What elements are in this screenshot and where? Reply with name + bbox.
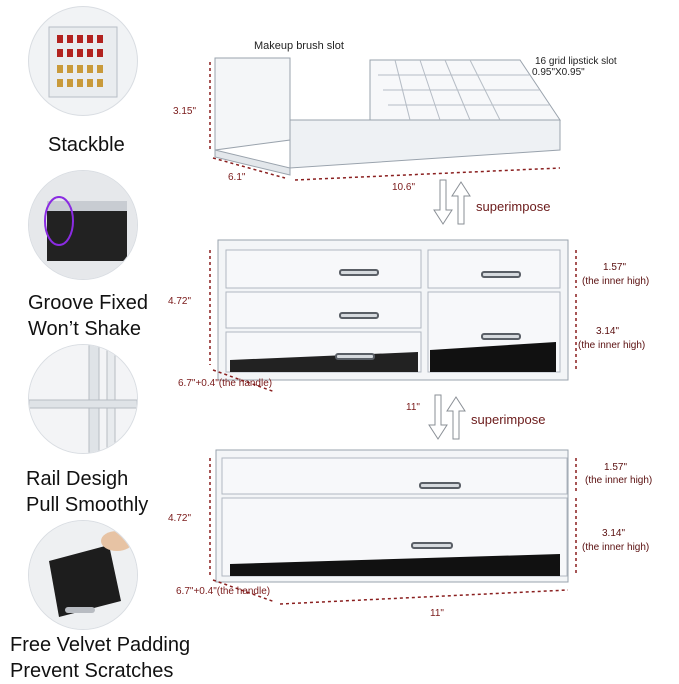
- bottom-lower-drawer-height: 3.14": [602, 528, 626, 539]
- rail-photo: [28, 344, 138, 454]
- feature-label-velvet-line2: Prevent Scratches: [10, 660, 174, 682]
- feature-label-rail-line1: Rail Desigh: [26, 468, 129, 490]
- velvet-photo: [28, 520, 138, 630]
- bottom-unit: [215, 449, 569, 583]
- bottom-height-label: 4.72": [168, 513, 192, 524]
- feature-label-rail-line2: Pull Smoothly: [26, 494, 149, 516]
- feature-label-groove-line2: Won’t Shake: [28, 318, 142, 340]
- middle-height-label: 4.72": [168, 296, 192, 307]
- superimpose-arrows-1: [433, 179, 471, 225]
- middle-lower-drawer-height: 3.14": [596, 326, 620, 337]
- feature-label-groove: Groove Fixed Won’t Shake: [28, 290, 198, 342]
- lipstick-stack-icon: [48, 26, 118, 98]
- bottom-dimension-lines: [209, 458, 577, 605]
- velvet-pad-icon: [29, 521, 137, 629]
- bottom-upper-drawer-note: (the inner high): [585, 475, 653, 486]
- top-height-label: 3.15": [173, 106, 197, 117]
- feature-label-rail: Rail Desigh Pull Smoothly: [26, 466, 196, 518]
- bottom-width-label: 11": [430, 608, 444, 619]
- middle-lower-drawer-note: (the inner high): [578, 340, 646, 351]
- superimpose-label-1: superimpose: [476, 199, 551, 214]
- feature-label-stackable: Stackble: [48, 134, 125, 156]
- middle-depth-label: 6.7"+0.4"(the handle): [178, 378, 273, 389]
- bottom-depth-label: 6.7"+0.4"(the handle): [176, 586, 271, 597]
- middle-upper-drawer-note: (the inner high): [582, 276, 650, 287]
- top-dimension-lines: [209, 62, 561, 181]
- feature-label-groove-line1: Groove Fixed: [28, 292, 149, 314]
- superimpose-label-2: superimpose: [471, 412, 546, 427]
- top-tray: [214, 57, 561, 176]
- superimpose-arrows-2: [428, 394, 466, 440]
- brush-slot-label: Makeup brush slot: [254, 40, 344, 52]
- bottom-lower-drawer-note: (the inner high): [582, 542, 650, 553]
- feature-label-velvet-line1: Free Velvet Padding: [10, 634, 191, 656]
- bottom-upper-drawer-height: 1.57": [604, 462, 628, 473]
- middle-dimension-lines: [209, 250, 577, 393]
- top-width-label: 10.6": [392, 182, 416, 193]
- lipstick-slot-label: 16 grid lipstick slot: [535, 56, 617, 67]
- middle-width-label: 11": [406, 402, 420, 413]
- top-depth-label: 6.1": [228, 172, 246, 183]
- groove-icon: [29, 171, 137, 279]
- middle-unit: [217, 239, 569, 381]
- feature-label-velvet: Free Velvet Padding Prevent Scratches: [10, 632, 191, 684]
- lipstick-slot-size: 0.95"X0.95": [532, 67, 585, 78]
- groove-photo: [28, 170, 138, 280]
- middle-upper-drawer-height: 1.57": [603, 262, 627, 273]
- rail-icon: [29, 345, 137, 453]
- stackable-photo: [28, 6, 138, 116]
